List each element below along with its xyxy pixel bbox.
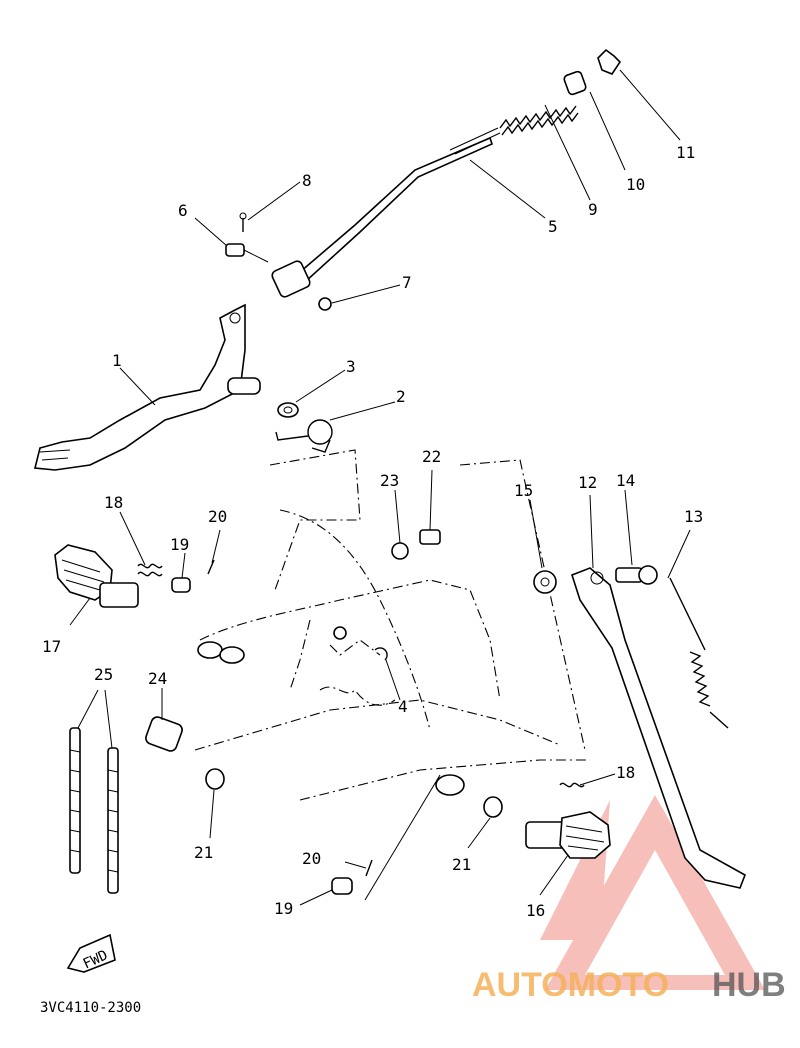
sidestand-nut-part [533,570,557,594]
watermark-text-hub: HUB [712,966,786,1004]
watermark-text-automoto: AUTOMOTO [472,966,669,1004]
frame-outline [194,449,590,801]
cotter-pin-part [239,212,247,232]
washer-part [277,402,299,418]
left-footrest-spring-part [137,563,163,577]
wing-nut-part [597,48,622,75]
label-8: 8 [302,171,312,190]
rod-spring-part [499,105,579,136]
label-11: 11 [676,143,695,162]
brake-rod-part [271,127,501,298]
bracket-nut-part [391,542,409,560]
label-24: 24 [148,669,167,688]
circlip-part [374,647,388,661]
label-2: 2 [396,387,406,406]
label-21a: 21 [194,843,213,862]
brake-pedal-part [33,303,261,471]
forward-arrow-icon: FWD [66,933,116,973]
sidestand-bolt-part [615,565,658,585]
cable-tie-part [69,727,119,894]
right-footrest-pin-part [331,877,353,895]
label-10: 10 [626,175,645,194]
sidestand-part [571,567,746,889]
left-footrest-part [54,544,139,608]
label-4: 4 [398,697,408,716]
label-17: 17 [42,637,61,656]
label-7: 7 [402,273,412,292]
label-14: 14 [616,471,635,490]
label-13: 13 [684,507,703,526]
bracket-bolt-part [419,529,441,545]
label-20a: 20 [208,507,227,526]
left-cotter-pin-part [207,559,215,575]
label-18a: 18 [104,493,123,512]
label-19a: 19 [170,535,189,554]
label-3: 3 [346,357,356,376]
bushing-part [145,716,183,752]
right-footrest-spring-part [559,782,585,788]
label-16: 16 [526,901,545,920]
label-15: 15 [514,481,533,500]
leader-lines [69,69,691,906]
right-footrest-part [525,811,611,859]
label-19b: 19 [274,899,293,918]
washer-left-part [205,768,225,790]
label-22: 22 [422,447,441,466]
right-cotter-pin-part [365,859,373,877]
label-1: 1 [112,351,122,370]
part-labels: 1 2 3 4 5 6 7 8 9 10 11 12 13 14 15 16 1… [42,143,703,920]
clevis-pin-part [225,243,269,263]
label-18b: 18 [616,763,635,782]
label-5: 5 [548,217,558,236]
washer-right-part [483,796,503,818]
frame-bracket-part [197,626,465,796]
label-25: 25 [94,665,113,684]
return-spring-part [275,419,333,453]
nut-part [318,297,332,311]
adjuster-collar-part [563,70,587,96]
sidestand-spring-part [669,577,729,729]
label-21b: 21 [452,855,471,874]
label-9: 9 [588,200,598,219]
label-6: 6 [178,201,188,220]
diagram-code: 3VC4110-2300 [40,1000,141,1016]
label-12: 12 [578,473,597,492]
label-20b: 20 [302,849,321,868]
left-footrest-pin-part [171,577,191,593]
label-23: 23 [380,471,399,490]
